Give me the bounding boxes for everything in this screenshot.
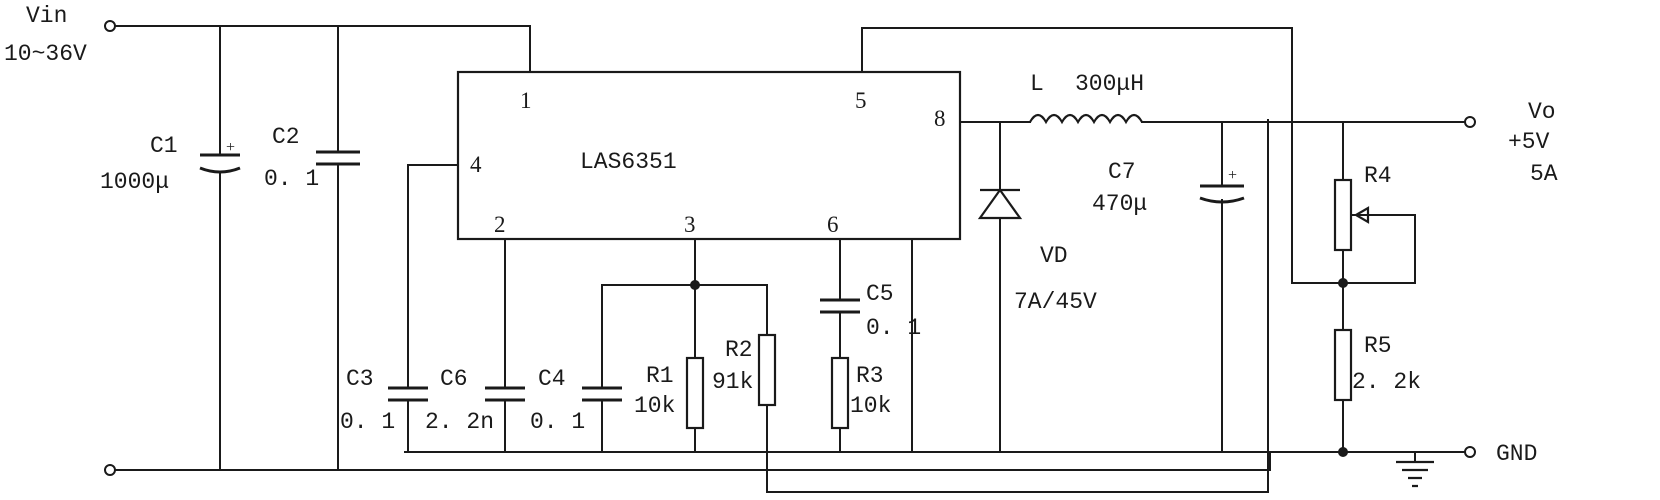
pin3-label: 3 — [684, 212, 696, 237]
resistor-r4 — [1333, 178, 1353, 252]
pin2-label: 2 — [494, 212, 506, 237]
capacitor-c7: + — [1199, 121, 1245, 453]
capacitor-c3 — [388, 386, 428, 402]
c7-value: 470μ — [1092, 191, 1147, 217]
gnd-rail — [114, 451, 1271, 471]
l-value: 300μH — [1075, 71, 1144, 97]
ground-icon — [1396, 451, 1434, 488]
pin4-wire — [407, 164, 459, 453]
r1-value: 10k — [634, 393, 675, 419]
vd-value: 7A/45V — [1014, 289, 1097, 315]
resistor-r5 — [1333, 328, 1353, 402]
gnd-label: GND — [1496, 441, 1537, 467]
vin-label: Vin — [26, 3, 67, 29]
r2-value: 91k — [712, 369, 753, 395]
c4-branch — [601, 284, 696, 453]
junction-gnd — [1338, 447, 1348, 457]
vd-name: VD — [1040, 243, 1068, 269]
r4-wiper — [1342, 214, 1416, 284]
resistor-r1 — [685, 356, 705, 430]
c7-name: C7 — [1108, 159, 1136, 185]
svg-text:+: + — [1228, 167, 1237, 184]
c6-name: C6 — [440, 366, 468, 392]
resistor-r2 — [757, 333, 777, 407]
ic-las6351 — [456, 70, 962, 241]
capacitor-c1: + — [199, 25, 241, 471]
c4-value: 0. 1 — [530, 409, 585, 435]
r5-name: R5 — [1364, 333, 1392, 359]
pin5-wire — [861, 27, 1344, 284]
r2-wire — [694, 119, 1269, 493]
capacitor-c4 — [582, 386, 622, 402]
diode-vd — [977, 121, 1023, 453]
inductor-l — [1029, 113, 1143, 125]
capacitor-c6 — [485, 386, 525, 402]
svg-text:+: + — [226, 139, 235, 156]
c5-value: 0. 1 — [866, 315, 921, 341]
c4-name: C4 — [538, 366, 566, 392]
gnd-left-terminal — [104, 464, 116, 476]
c3-name: C3 — [346, 366, 374, 392]
l-name: L — [1030, 71, 1044, 97]
vin-range-label: 10~36V — [4, 41, 87, 67]
vo-terminal — [1464, 116, 1476, 128]
r1-name: R1 — [646, 363, 674, 389]
capacitor-c2 — [316, 25, 360, 471]
c1-name: C1 — [150, 133, 178, 159]
r2-name: R2 — [725, 337, 753, 363]
vo-label: Vo — [1528, 99, 1556, 125]
vin-terminal — [104, 20, 116, 32]
c1-value: 1000μ — [100, 169, 169, 195]
ic-name: LAS6351 — [580, 149, 677, 175]
c5-name: C5 — [866, 281, 894, 307]
pin5-label: 5 — [855, 88, 867, 113]
pin1-label: 1 — [520, 88, 532, 113]
capacitor-c5 — [820, 298, 860, 314]
r4-name: R4 — [1364, 163, 1392, 189]
pin6-label: 6 — [827, 212, 839, 237]
vin-rail — [114, 25, 531, 73]
gnd-right-terminal — [1464, 446, 1476, 458]
pin8-label: 8 — [934, 106, 946, 131]
r4-wiper-arrow — [1353, 206, 1370, 224]
c2-value: 0. 1 — [264, 166, 319, 192]
c3-value: 0. 1 — [340, 409, 395, 435]
r3-value: 10k — [850, 393, 891, 419]
c2-name: C2 — [272, 124, 300, 150]
r5-value: 2. 2k — [1352, 369, 1421, 395]
resistor-r3 — [830, 356, 850, 430]
vo-current-label: 5A — [1530, 161, 1558, 187]
vo-voltage-label: +5V — [1508, 129, 1550, 155]
pin4-label: 4 — [470, 152, 482, 177]
r3-name: R3 — [856, 363, 884, 389]
c6-value: 2. 2n — [425, 409, 494, 435]
